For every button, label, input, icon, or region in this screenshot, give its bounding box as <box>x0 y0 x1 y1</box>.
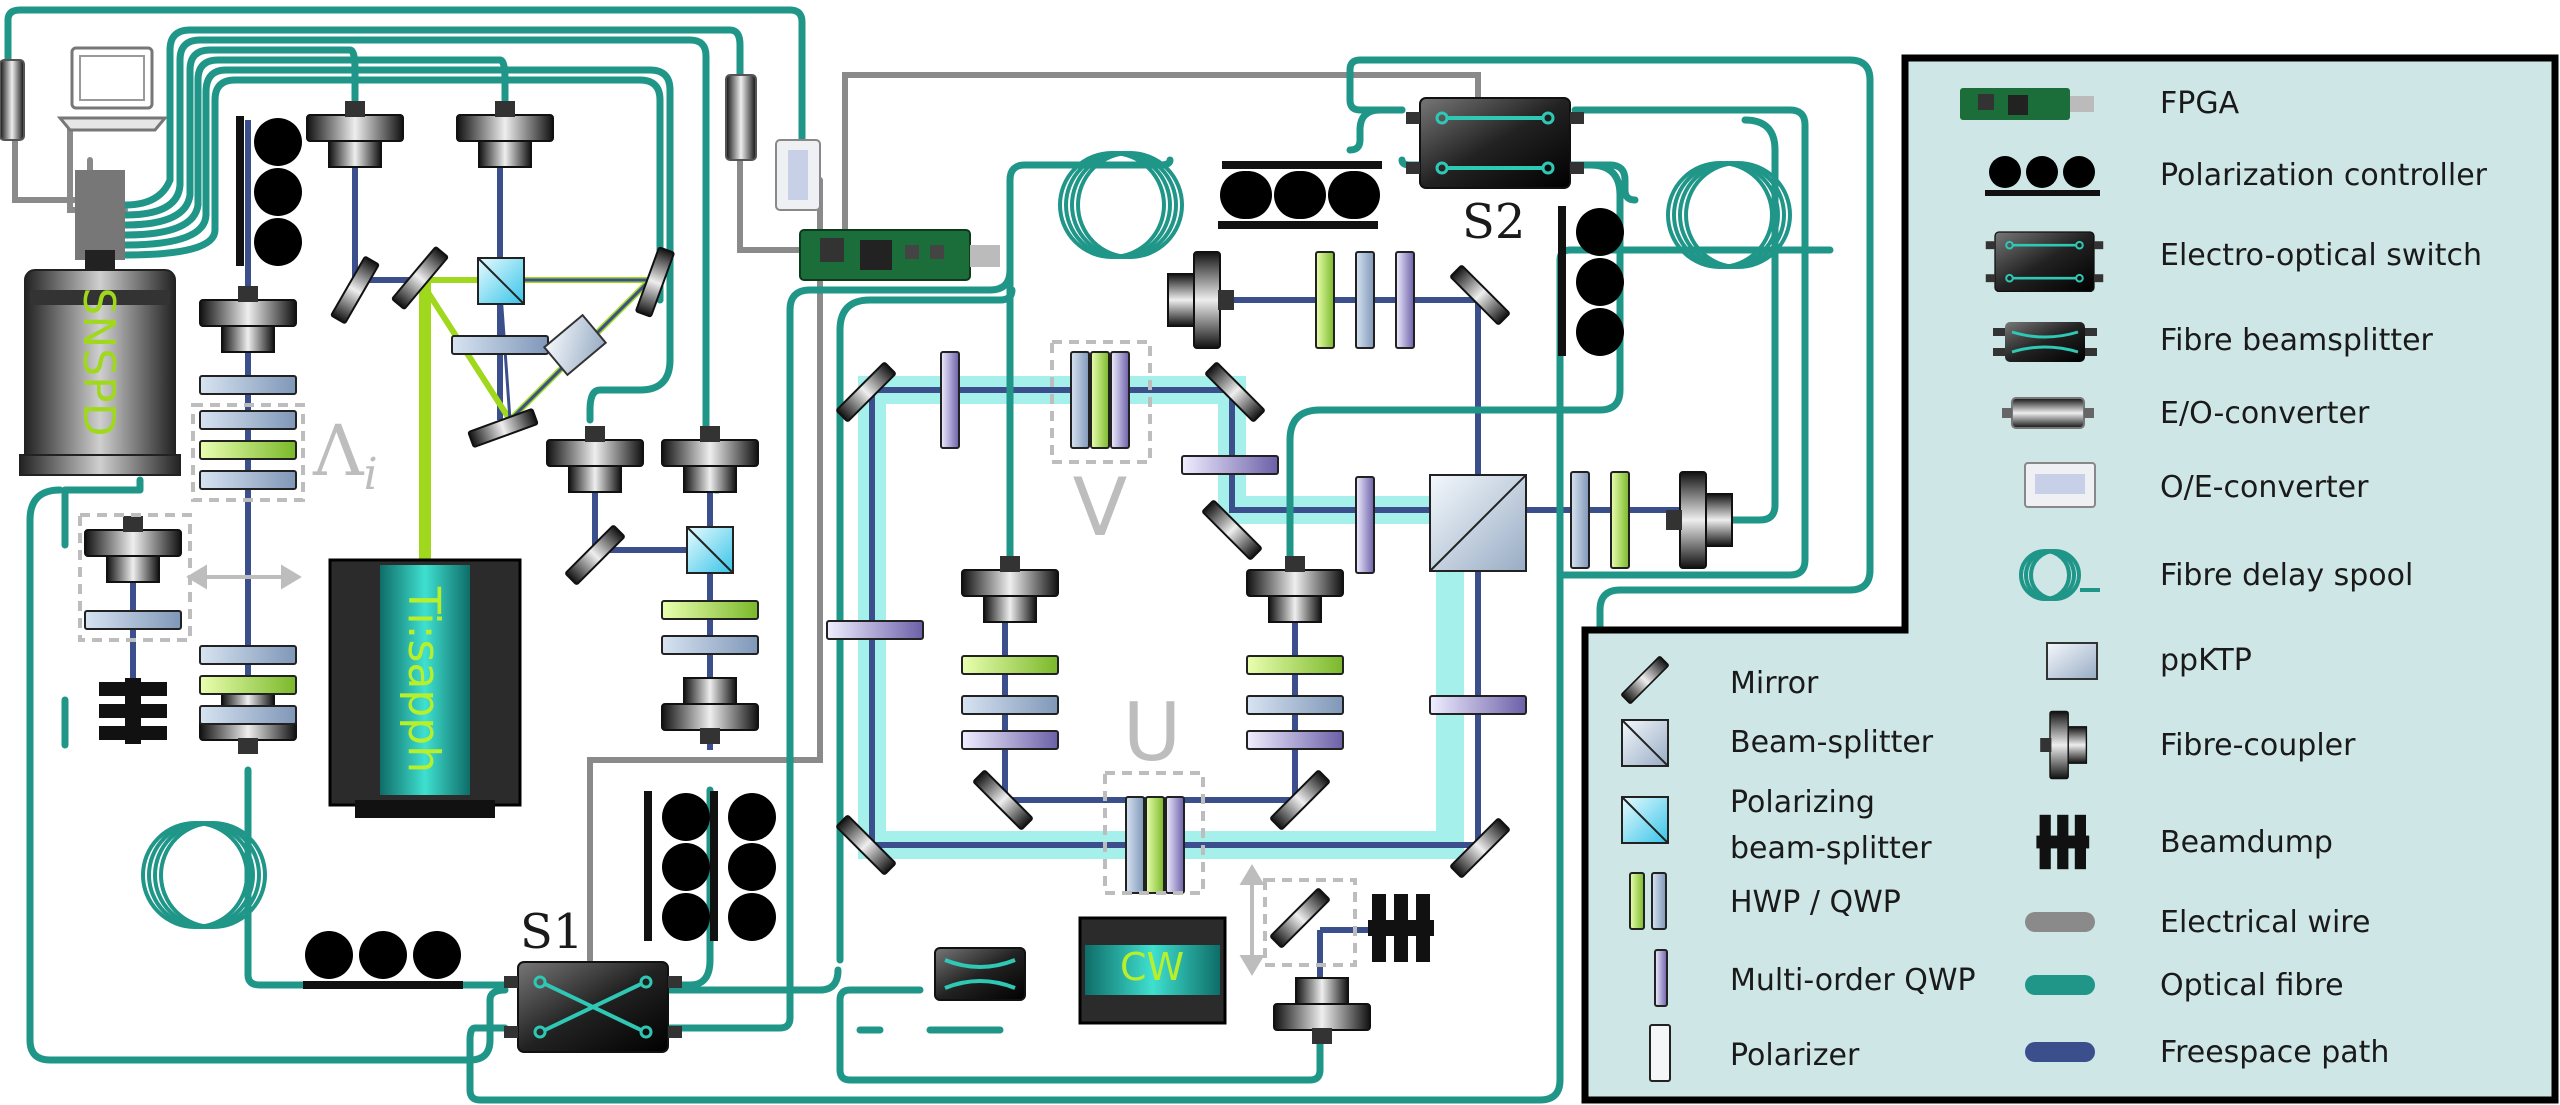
fibre-coupler-1 <box>306 100 404 168</box>
legend-label-fibre-delay-spool: Fibre delay spool <box>2160 558 2413 593</box>
legend-label-beam-splitter: Beam-splitter <box>1730 725 1934 760</box>
fibre-coupler-3 <box>199 285 297 353</box>
cw-label: CW <box>1120 945 1184 989</box>
switch-s2-label: S2 <box>1462 194 1525 250</box>
legend-label-fpga: FPGA <box>2160 86 2240 121</box>
fibre-coupler-6 <box>84 515 182 583</box>
switch-s1-label: S1 <box>520 904 583 960</box>
computer-icon <box>56 46 169 132</box>
legend-left-labels: Mirror Beam-splitter Polarizing beam-spl… <box>1730 666 1976 1073</box>
lambda-label: Λi <box>312 410 378 500</box>
legend-label-eo-converter: E/O-converter <box>2160 396 2370 431</box>
legend-label-polarizing-2: beam-splitter <box>1730 831 1932 866</box>
polarization-controller-6 <box>303 931 463 989</box>
fibre-coupler-8 <box>1246 555 1344 623</box>
cw-laser: CW <box>1078 916 1227 1025</box>
legend-label-freespace-path: Freespace path <box>2160 1035 2389 1070</box>
fibre-coupler-h2 <box>1665 471 1733 569</box>
polarization-controller-4 <box>1558 206 1624 356</box>
fibre-coupler-5 <box>661 425 759 493</box>
eo-converter <box>0 59 757 161</box>
fibre-coupler-2 <box>456 100 554 168</box>
legend-label-hwp-qwp: HWP / QWP <box>1730 885 1901 920</box>
snspd-detector: SNSPD <box>19 170 181 476</box>
fibre-spool-1 <box>1058 151 1184 259</box>
snspd-label: SNSPD <box>73 287 124 436</box>
legend-fpga-icon <box>1960 88 2094 120</box>
legend-label-mirror: Mirror <box>1730 666 1819 701</box>
legend-label-fibre-coupler: Fibre-coupler <box>2160 728 2356 763</box>
legend-ppktp-icon <box>2046 642 2098 680</box>
legend-label-fibre-beamsplitter: Fibre beamsplitter <box>2160 323 2434 358</box>
tisapph-label: Ti:sapph <box>398 586 449 773</box>
legend-label-eo-switch: Electro-optical switch <box>2160 238 2482 273</box>
switch-s2 <box>1404 96 1586 190</box>
legend-label-beamdump: Beamdump <box>2160 825 2333 860</box>
optical-fibres <box>4 6 1874 1104</box>
tisapph-laser: Ti:sapph <box>328 558 522 818</box>
legend-fibre-beamsplitter-icon <box>1993 322 2097 362</box>
legend-label-electrical-wire: Electrical wire <box>2160 905 2370 940</box>
legend-eo-switch-icon <box>1984 230 2105 293</box>
v-label: V <box>1073 461 1128 554</box>
polarizing-beam-splitter-1 <box>477 257 525 305</box>
legend-label-multi-order-qwp: Multi-order QWP <box>1730 963 1976 998</box>
legend-label-oe-converter: O/E-converter <box>2160 470 2369 505</box>
legend-label-polarizing: Polarizing <box>1730 785 1875 820</box>
fibre-coupler-4 <box>546 425 644 493</box>
u-label: U <box>1123 686 1182 779</box>
legend-label-optical-fibre: Optical fibre <box>2160 968 2344 1003</box>
legend-label-polarization-controller: Polarization controller <box>2160 158 2488 193</box>
legend-polarization-controller-icon <box>1985 156 2100 196</box>
beam-splitter-main <box>1429 474 1527 572</box>
legend-oe-converter-icon <box>2024 462 2096 508</box>
legend-beamdump-icon <box>2036 814 2090 870</box>
legend-right-labels: FPGA Polarization controller Electro-opt… <box>2160 86 2488 1070</box>
fpga-board <box>799 229 1000 281</box>
polarization-controller-3 <box>710 791 776 941</box>
polarizing-beam-splitter-2 <box>686 526 734 574</box>
polarization-controller-2 <box>644 791 710 941</box>
legend-right-icons <box>1960 88 2105 1062</box>
legend-spool-icon <box>2019 549 2100 601</box>
legend-label-polarizer: Polarizer <box>1730 1038 1860 1073</box>
legend-eo-converter-icon <box>2002 397 2094 429</box>
fibre-coupler-7 <box>961 555 1059 623</box>
switch-s1 <box>502 960 684 1054</box>
fibre-beamsplitter <box>934 947 1026 1001</box>
oe-converter <box>775 139 821 211</box>
ppktp-crystal <box>542 313 608 377</box>
legend-label-ppktp: ppKTP <box>2160 643 2252 678</box>
fibre-spool-3 <box>141 821 267 929</box>
legend-left-icons <box>1620 655 1671 1082</box>
